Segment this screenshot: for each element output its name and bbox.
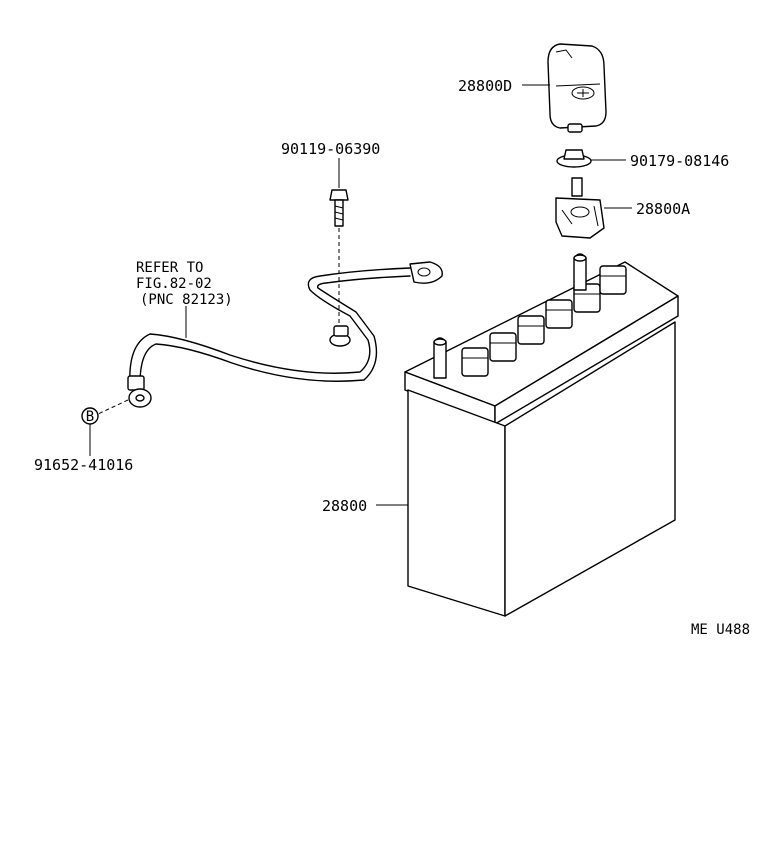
terminal-cover [547, 43, 607, 133]
terminal-clamp [555, 177, 605, 239]
reference-line-3: (PNC 82123) [140, 292, 233, 308]
screw-marker: B [81, 407, 99, 425]
reference-line-1: REFER TO [136, 260, 203, 276]
label-cover: 28800D [458, 77, 512, 95]
reference-line-2: FIG.82-02 [136, 276, 212, 292]
label-nut: 90179-08146 [630, 152, 729, 170]
bolt [329, 189, 349, 227]
label-screw: 91652-41016 [34, 456, 133, 474]
battery [404, 253, 679, 617]
reference-note: REFER TO FIG.82-02 (PNC 82123) [136, 260, 233, 308]
battery-terminals [433, 253, 587, 379]
label-bolt: 90119-06390 [281, 140, 380, 158]
drawing-code: ME U488 [691, 622, 750, 638]
ground-cable [127, 261, 443, 408]
vent-caps [461, 265, 627, 377]
terminal-nut [556, 149, 592, 168]
screw-marker-letter: B [86, 409, 94, 425]
label-clamp: 28800A [636, 200, 690, 218]
screw-dashed-line [97, 399, 129, 415]
label-battery: 28800 [322, 497, 367, 515]
